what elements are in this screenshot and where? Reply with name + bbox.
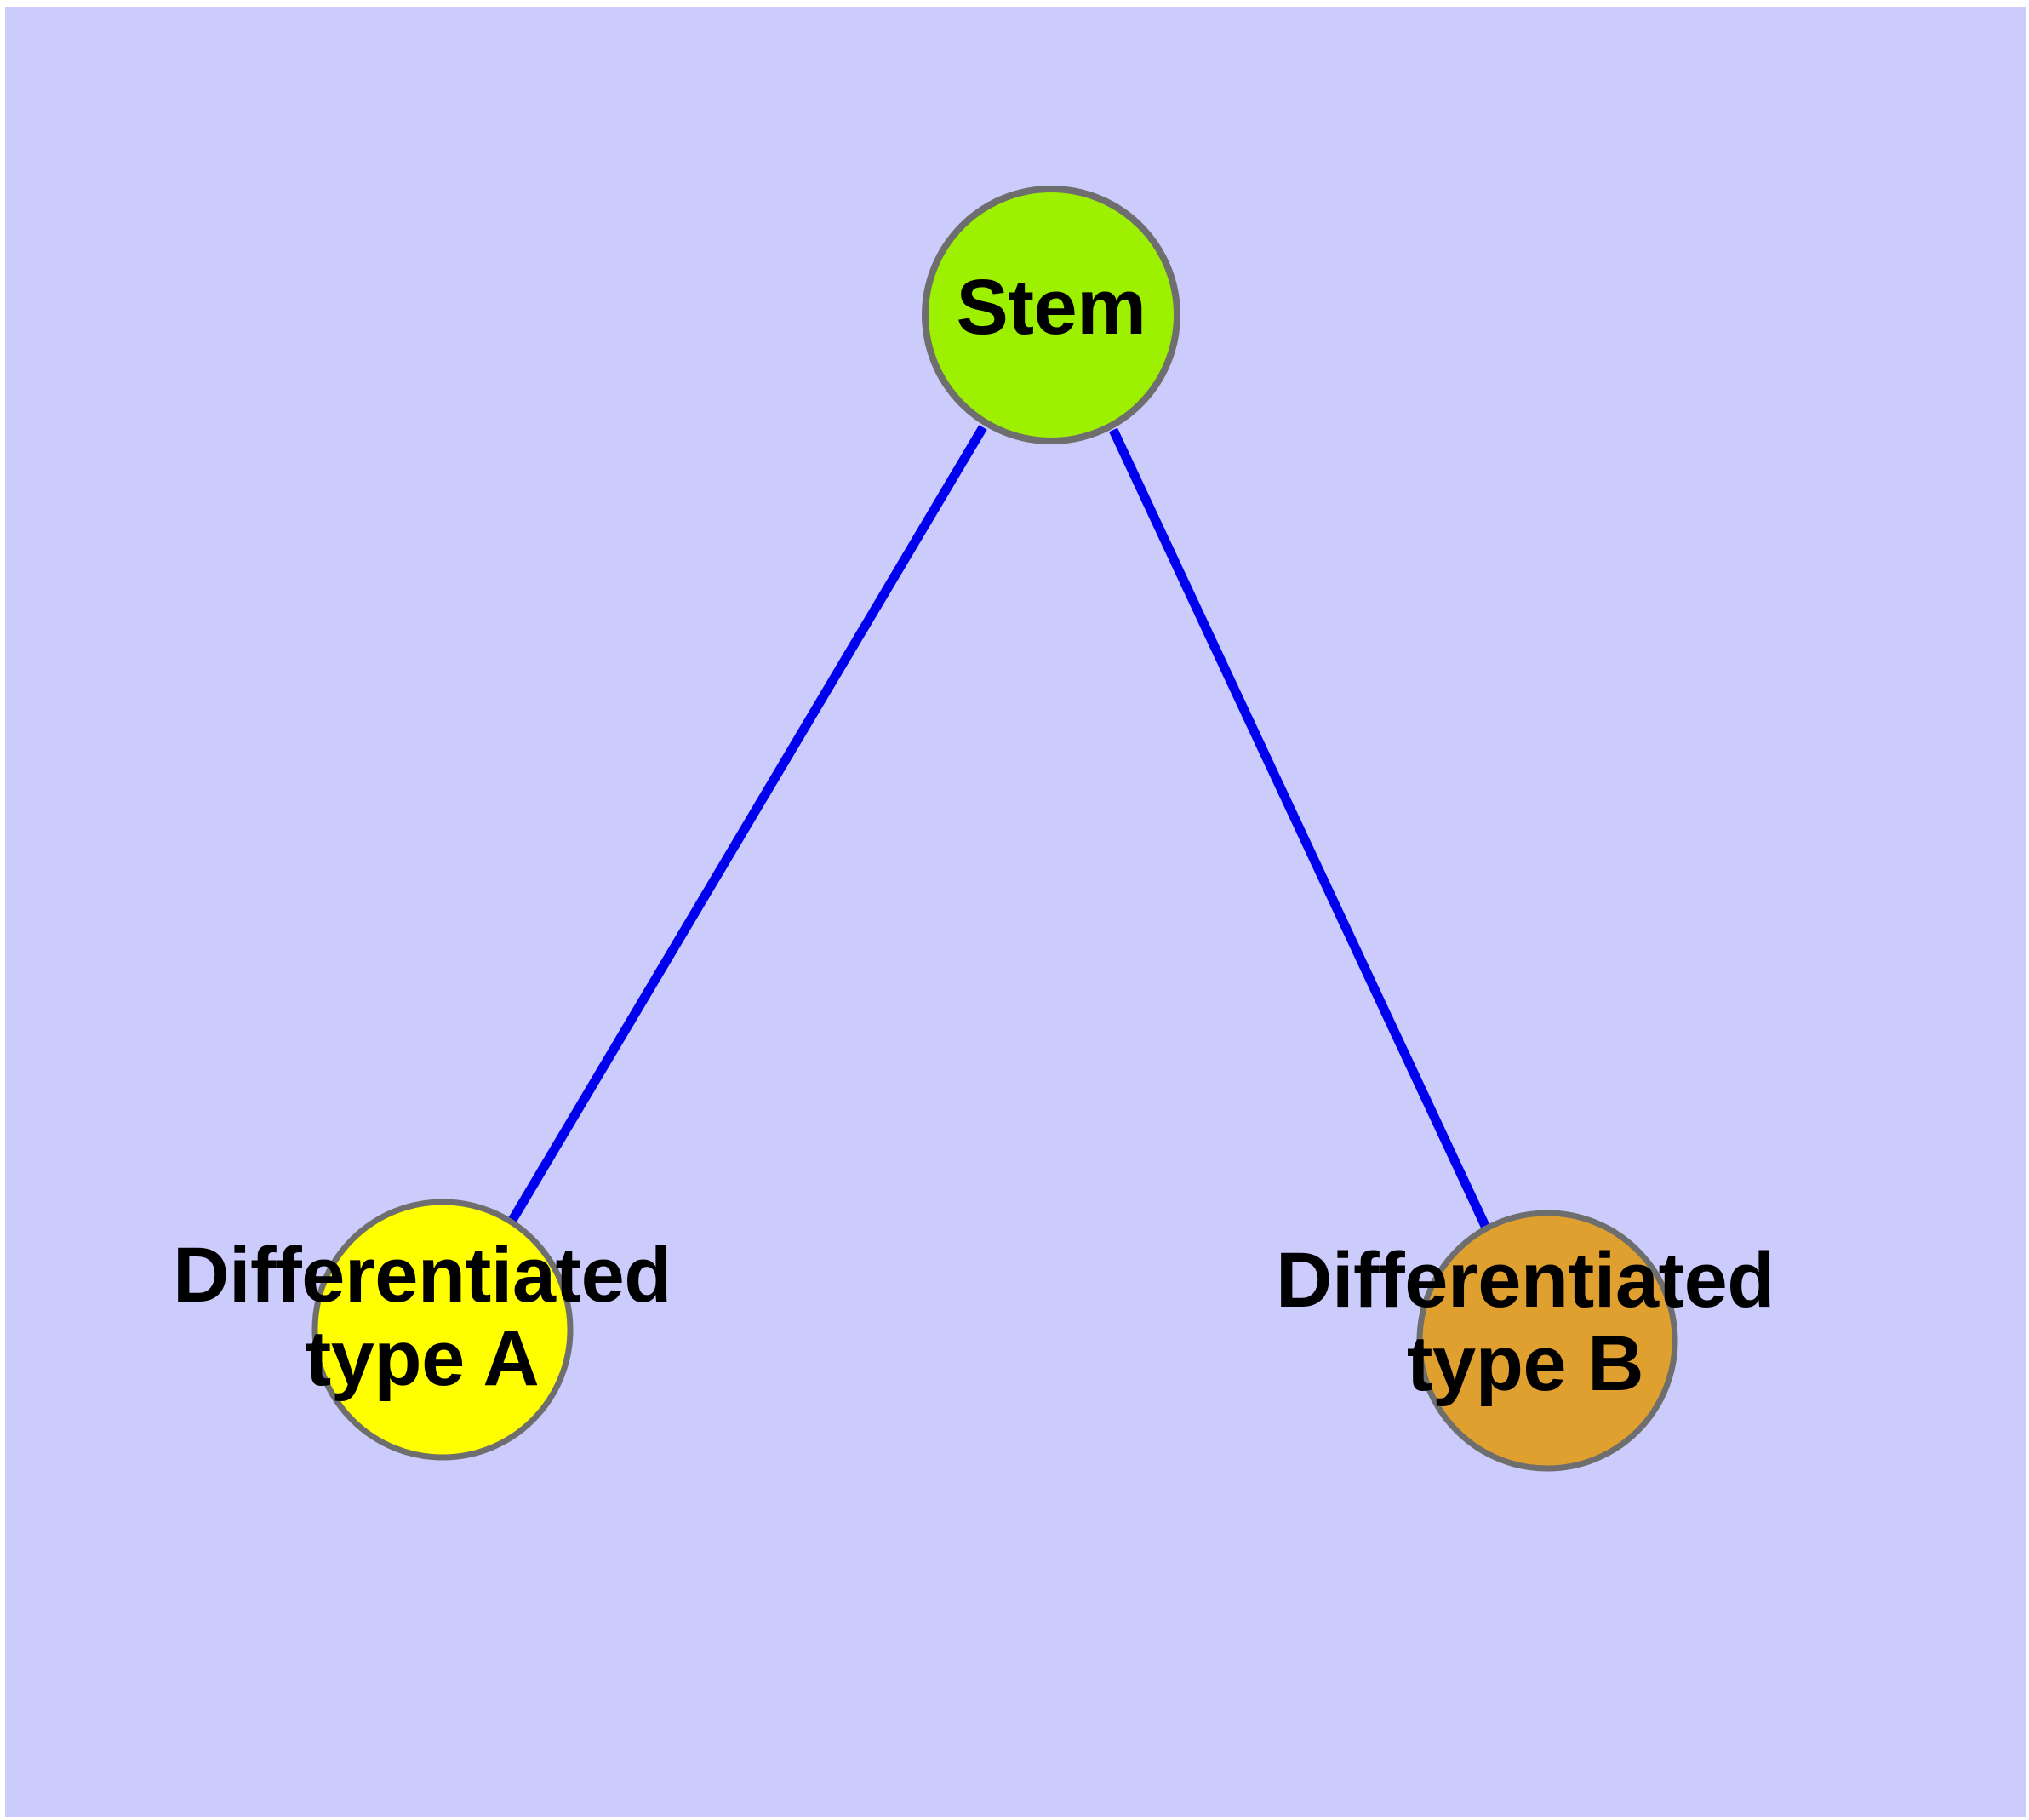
node-diff-a-circle[interactable] [311, 1199, 574, 1461]
edge-stem-to-diff-a [507, 425, 987, 1224]
edge-stem-to-diff-b [1109, 427, 1489, 1228]
node-layer [311, 186, 1678, 1472]
node-diff-b-circle[interactable] [1416, 1210, 1678, 1472]
edge-layer [507, 425, 1489, 1228]
node-stem-circle[interactable] [922, 186, 1180, 444]
